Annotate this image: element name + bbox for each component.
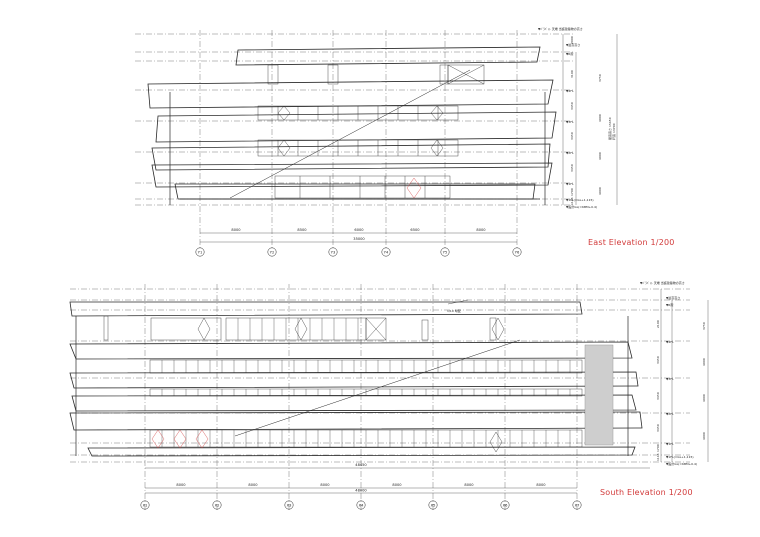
south-h-left-5: 1115	[656, 453, 660, 461]
east-grid-y4: Y4	[384, 251, 389, 255]
east-level-4: ▼4FL	[566, 89, 574, 93]
east-total-right: 軒高 13700	[611, 123, 616, 140]
east-level-gl: ▼1FL(=GL+1,115)	[566, 198, 594, 202]
south-grid-x5: X5	[431, 504, 436, 508]
east-grid-y1: Y1	[198, 251, 202, 255]
east-h-right-0: 3750	[598, 74, 602, 82]
south-level-2: ▼2FL	[666, 412, 674, 416]
south-level-1: ▼1FL	[666, 442, 674, 446]
south-span-1: 8000	[248, 483, 258, 487]
south-elevation-title: South Elevation 1/200	[600, 488, 693, 497]
east-span-2: 6000	[354, 228, 364, 232]
east-h-left-0: 2000	[570, 36, 574, 44]
south-level-kbm: ▼設計GL(=KBM+0.4)	[666, 461, 697, 466]
east-grid-y6: Y6	[515, 251, 520, 255]
south-level-4: ▼4FL	[666, 340, 674, 344]
east-level-1: ▼1FL	[566, 182, 574, 186]
south-h-left-3: 3450	[656, 424, 660, 432]
east-level-top: ▼最高高さ	[566, 42, 580, 47]
south-span-4: 8000	[464, 483, 474, 487]
east-h-left-4: 3450	[570, 164, 574, 172]
east-h-right-2: 4000	[598, 152, 602, 160]
east-h-left-2: 3450	[570, 102, 574, 110]
south-h-right-2: 4000	[702, 394, 706, 402]
south-top-note: ▼ﾊﾟﾗﾍﾟｯﾄ 天端 当該建築物の高さ	[640, 280, 685, 285]
south-grid-x7: X7	[575, 504, 580, 508]
south-h-left-4: 1700	[656, 444, 660, 452]
east-elevation-title: East Elevation 1/200	[588, 238, 675, 247]
south-h-left-1: 3450	[656, 356, 660, 364]
south-grid-x6: X6	[503, 504, 508, 508]
south-span-3: 8000	[392, 483, 402, 487]
east-h-right-3: 4000	[598, 187, 602, 195]
east-grid-y5: Y5	[443, 251, 447, 255]
south-level-r: ▼R階	[666, 302, 673, 307]
east-grid-y2: Y2	[270, 251, 274, 255]
south-h-right-1: 4000	[702, 358, 706, 366]
south-elevation: ▼ﾊﾟﾗﾍﾟｯﾄ 天端 当該建築物の高さ	[69, 280, 709, 512]
south-span-0: 8000	[176, 483, 186, 487]
east-total-left: 最高高さ 15450	[607, 117, 612, 140]
south-grid-x1: X1	[143, 504, 148, 508]
east-top-note: ▼ﾊﾟﾗﾍﾟｯﾄ 天端 当該建築物の高さ	[538, 26, 583, 31]
east-span-0: 8000	[231, 228, 241, 232]
east-level-3: ▼3FL	[566, 120, 574, 124]
east-span-1: 8500	[297, 228, 307, 232]
east-h-left-3: 3450	[570, 132, 574, 140]
east-h-left-1: 3100	[570, 70, 574, 78]
south-overall: 48450	[355, 463, 367, 467]
south-level-top: ▼最高高さ	[666, 295, 680, 300]
east-span-total: 35000	[353, 237, 365, 241]
south-h-right-3: 4000	[702, 432, 706, 440]
east-level-r: ▼R階	[566, 51, 573, 56]
south-grid-x2: X2	[215, 504, 220, 508]
south-span-5: 8000	[536, 483, 546, 487]
south-level-gl: ▼1FL(=GL+1,115)	[666, 455, 694, 459]
south-h-right-0: 3750	[702, 322, 706, 330]
east-level-2: ▼2FL	[566, 151, 574, 155]
east-level-kbm: ▼設計GL(=KBM+0.4)	[566, 204, 597, 209]
east-grid-y3: Y3	[331, 251, 335, 255]
south-level-3: ▼3FL	[666, 377, 674, 381]
south-h-left-2: 3450	[656, 392, 660, 400]
east-span-4: 8000	[476, 228, 486, 232]
east-h-left-6: 1115	[570, 197, 574, 205]
south-grid-x3: X3	[287, 504, 292, 508]
south-span-2: 8000	[320, 483, 330, 487]
east-h-left-5: 1700	[570, 188, 574, 196]
south-slope-annot: 1/10 勾配	[447, 308, 461, 313]
east-h-right-1: 4000	[598, 114, 602, 122]
south-span-total: 48000	[355, 489, 367, 493]
south-grid-x4: X4	[359, 504, 364, 508]
south-h-left-0: 2100	[656, 320, 660, 328]
east-elevation: ▼ﾊﾟﾗﾍﾟｯﾄ 天端 当該建築物の高さ	[135, 26, 618, 257]
east-span-3: 6500	[410, 228, 420, 232]
